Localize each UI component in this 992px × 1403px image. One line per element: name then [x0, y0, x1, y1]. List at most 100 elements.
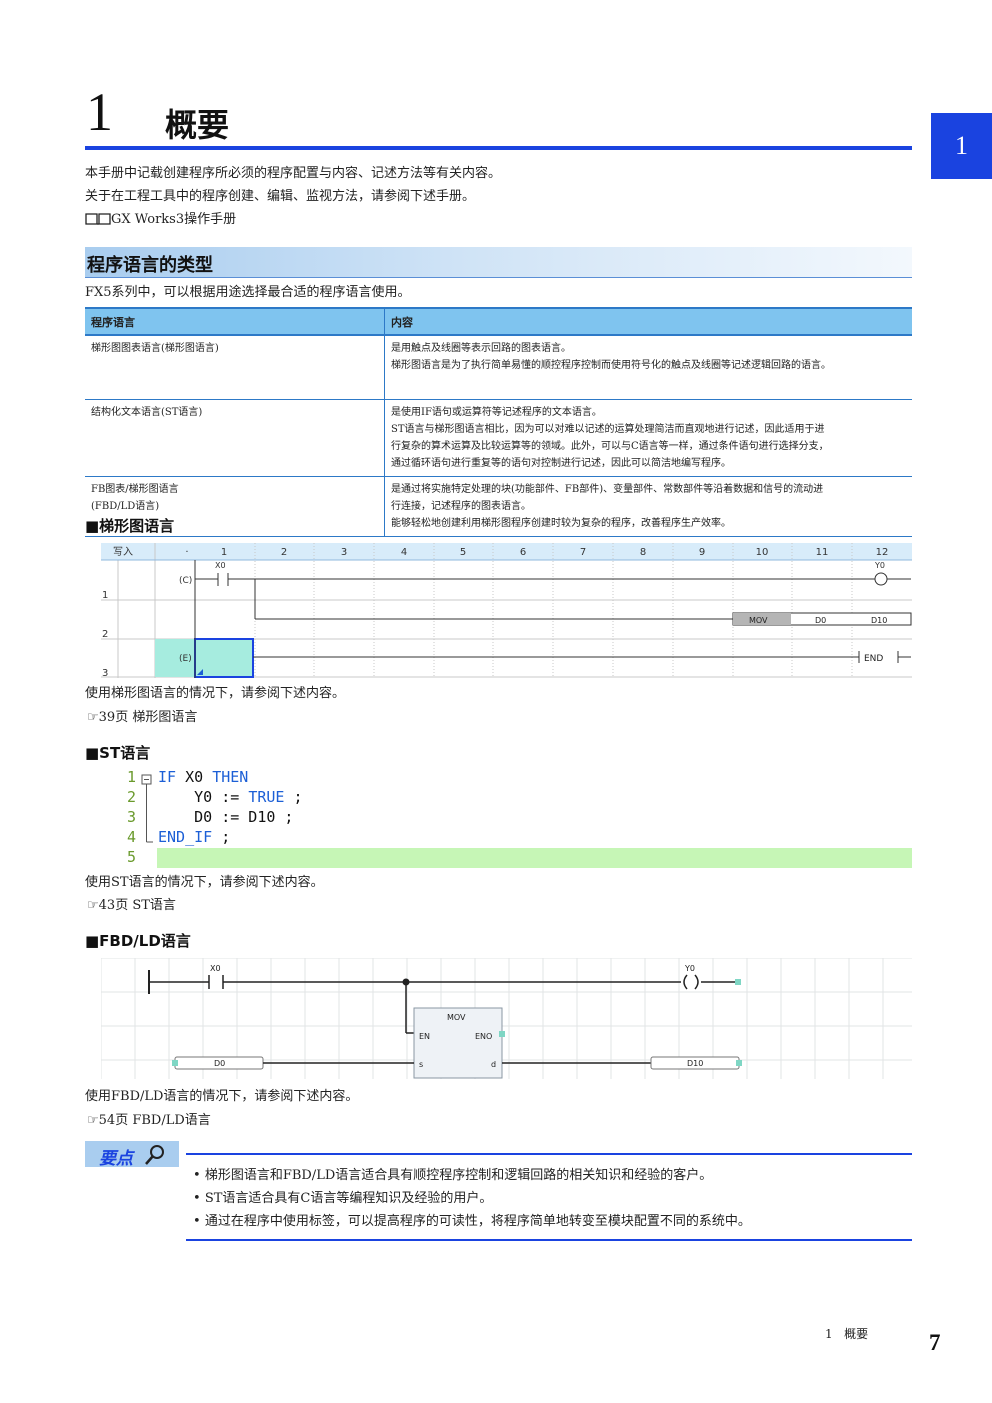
table-cell: FB图表/梯形图语言: [91, 483, 179, 495]
st-token: ;: [284, 788, 303, 806]
manual-book-icon: [85, 213, 111, 225]
ladder-coil[interactable]: [874, 572, 888, 586]
ladder-instruction-arg: D10: [871, 616, 887, 625]
fbd-reference-link[interactable]: ☞54页 FBD/LD语言: [87, 1113, 211, 1129]
st-code-line[interactable]: D0 := D10 ;: [158, 808, 293, 826]
ladder-column-header: 写入: [113, 546, 133, 558]
fbd-input-label: D0: [214, 1059, 225, 1068]
tip-item-text: ST语言适合具有C语言等编程知识及经验的用户。: [204, 1191, 493, 1206]
ladder-header-bg: [101, 543, 912, 560]
ladder-cursor-cell[interactable]: [194, 638, 254, 678]
fbd-ref-title: FBD/LD语言: [132, 1113, 211, 1128]
ladder-coil-label: Y0: [874, 561, 885, 570]
tip-badge: 要点: [85, 1141, 179, 1169]
manual-reference[interactable]: GX Works3操作手册: [85, 212, 236, 228]
ladder-column-header: 1: [221, 547, 227, 558]
st-ref-title: ST语言: [132, 898, 176, 913]
table-cell: 能够轻松地创建利用梯形图程序创建时较为复杂的程序，改善程序生产效率。: [391, 517, 731, 529]
fbd-coil[interactable]: [683, 974, 699, 990]
tip-rule-top: [186, 1153, 912, 1155]
chapter-number: 1: [86, 82, 113, 142]
st-token: X0: [176, 768, 213, 786]
section-title: 程序语言的类型: [87, 255, 213, 276]
tip-item: • 通过在程序中使用标签，可以提高程序的可读性，将程序简单地转变至模块配置不同的…: [193, 1214, 751, 1229]
table-cell: 是用触点及线圈等表示回路的图表语言。: [391, 343, 571, 354]
fbd-block-name: MOV: [447, 1013, 466, 1022]
table-cell: 是通过将实施特定处理的块(功能部件、FB部件)、变量部件、常数部件等沿着数据和信…: [391, 483, 824, 495]
st-reference-link[interactable]: ☞43页 ST语言: [87, 898, 176, 914]
ladder-heading: ■梯形图语言: [85, 517, 175, 535]
st-heading: ■ST语言: [85, 744, 151, 762]
ladder-column-header: 6: [520, 547, 526, 558]
ladder-column-header: 5: [460, 547, 466, 558]
fbd-diagram[interactable]: X0 Y0 MOV EN ENO s d D0 D10: [101, 958, 912, 1079]
fbd-ref-page: 54页: [98, 1113, 129, 1128]
chapter-title: 概要: [165, 106, 230, 144]
st-keyword: END_IF: [158, 828, 213, 846]
ladder-ref-page: 39页: [98, 710, 129, 725]
table-cell: 通过循环语句进行重复等的语句对控制进行记述，因此可以简洁地编写程序。: [391, 457, 731, 469]
st-fold-guide: [141, 774, 153, 843]
page-number: 7: [929, 1330, 941, 1355]
table-header-language: 程序语言: [85, 307, 385, 336]
ladder-row-label: 1: [102, 590, 108, 601]
st-token: Y0 :=: [158, 788, 249, 806]
ladder-column-header: 9: [699, 547, 705, 558]
st-keyword: IF: [158, 768, 177, 786]
fbd-mov-block[interactable]: [413, 1007, 503, 1079]
table-row: 梯形图图表语言(梯形图语言) 是用触点及线圈等表示回路的图表语言。 梯形图语言是…: [85, 335, 912, 400]
ladder-column-header: 12: [876, 547, 889, 558]
table-row: 结构化文本语言(ST语言) 是使用IF语句或运算符等记述程序的文本语言。 ST语…: [85, 399, 912, 477]
st-caption: 使用ST语言的情况下，请参阅下述内容。: [85, 875, 324, 890]
ladder-row-label: 2: [102, 629, 108, 640]
ladder-column-header: 4: [401, 547, 407, 558]
st-code-line[interactable]: IF X0 THEN: [158, 768, 248, 786]
ladder-column-header: 3: [341, 547, 347, 558]
fbd-port: [735, 979, 741, 985]
fbd-block-d: d: [491, 1060, 496, 1069]
st-keyword: TRUE: [248, 788, 285, 806]
intro-line-1: 本手册中记载创建程序所必须的程序配置与内容、记述方法等有关内容。: [85, 166, 502, 181]
table-cell: 行复杂的算术运算及比较运算等的领域。此外，可以与C语言等一样，通过条件语句进行选…: [391, 440, 829, 452]
ladder-caption: 使用梯形图语言的情况下，请参阅下述内容。: [85, 686, 346, 701]
ladder-row-marker: (C): [179, 576, 192, 586]
st-code-line[interactable]: Y0 := TRUE ;: [158, 788, 303, 806]
st-code-line[interactable]: END_IF ;: [158, 828, 230, 846]
pointing-hand-icon: ☞: [87, 1113, 99, 1128]
tip-rule-bottom: [186, 1239, 912, 1241]
table-cell: 结构化文本语言(ST语言): [91, 406, 203, 418]
table-row: FB图表/梯形图语言 (FBD/LD语言) 是通过将实施特定处理的块(功能部件、…: [85, 476, 912, 537]
table-header-row: 程序语言 内容: [85, 307, 912, 336]
footer-chapter: 1 概要: [825, 1325, 868, 1342]
pointing-hand-icon: ☞: [87, 710, 99, 725]
table-cell: (FBD/LD语言): [91, 500, 160, 512]
tip-item: • ST语言适合具有C语言等编程知识及经验的用户。: [193, 1191, 493, 1206]
ladder-reference-link[interactable]: ☞39页 梯形图语言: [87, 710, 197, 726]
table-cell: 梯形图语言是为了执行简单易懂的顺控程序控制而使用符号化的触点及线圈等记述逻辑回路…: [391, 360, 831, 371]
fbd-block-eno: ENO: [475, 1032, 492, 1041]
footer-chapter-number: 1: [825, 1327, 833, 1341]
st-ref-page: 43页: [98, 898, 129, 913]
language-table: 程序语言 内容 梯形图图表语言(梯形图语言) 是用触点及线圈等表示回路的图表语言…: [85, 307, 912, 537]
ladder-column-header: 11: [816, 547, 829, 558]
table-cell: 是使用IF语句或运算符等记述程序的文本语言。: [391, 406, 602, 418]
chapter-side-tab[interactable]: 1: [931, 113, 992, 179]
tip-item: • 梯形图语言和FBD/LD语言适合具有顺控程序控制和逻辑回路的相关知识和经验的…: [193, 1168, 713, 1183]
fbd-block-en: EN: [419, 1032, 430, 1041]
st-line-number: 4: [127, 828, 137, 846]
table-cell: ST语言与梯形图语言相比，因为可以对难以记述的运算处理简洁而直观地进行记述，因此…: [391, 423, 825, 435]
ladder-column-header: ·: [185, 547, 188, 558]
ladder-ref-title: 梯形图语言: [132, 710, 198, 725]
ladder-column-header: 10: [756, 547, 769, 558]
intro-line-2: 关于在工程工具中的程序创建、编辑、监视方法，请参阅下述手册。: [85, 189, 476, 204]
fbd-block-s: s: [419, 1060, 423, 1069]
tip-item-text: 通过在程序中使用标签，可以提高程序的可读性，将程序简单地转变至模块配置不同的系统…: [204, 1214, 751, 1229]
manual-reference-text: GX Works3操作手册: [111, 212, 237, 227]
st-token: ;: [212, 828, 231, 846]
st-current-line-highlight: [157, 848, 912, 868]
fbd-heading: ■FBD/LD语言: [85, 932, 191, 950]
st-line-number: 5: [127, 848, 137, 866]
